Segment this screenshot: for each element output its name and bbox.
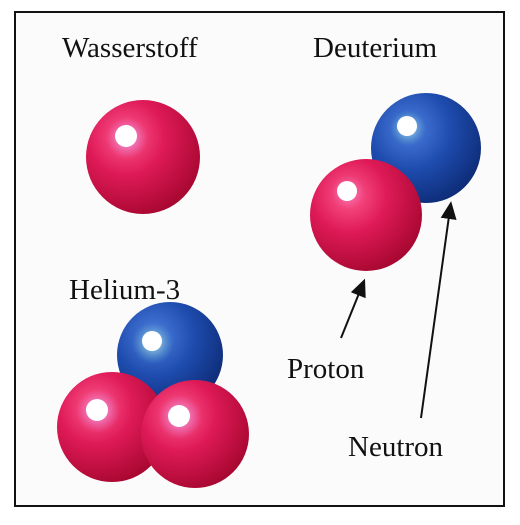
proton-highlight [337,181,357,201]
proton-label: Proton [287,355,364,384]
helium3-label: Helium-3 [69,276,180,305]
proton-sphere [310,159,422,271]
neutron-arrow [421,209,450,418]
proton-highlight [86,399,108,421]
hydrogen-label: Wasserstoff [62,34,198,63]
neutron-highlight [142,331,162,351]
proton-sphere [141,380,249,488]
neutron-highlight [397,116,417,136]
deuterium-nucleus [310,93,481,271]
proton-highlight [168,405,190,427]
deuterium-label: Deuterium [313,34,437,63]
neutron-label: Neutron [348,433,443,462]
proton-highlight [115,125,137,147]
hydrogen-nucleus [86,100,200,214]
helium3-nucleus [57,302,249,488]
proton-arrow [341,286,362,338]
proton-sphere [86,100,200,214]
